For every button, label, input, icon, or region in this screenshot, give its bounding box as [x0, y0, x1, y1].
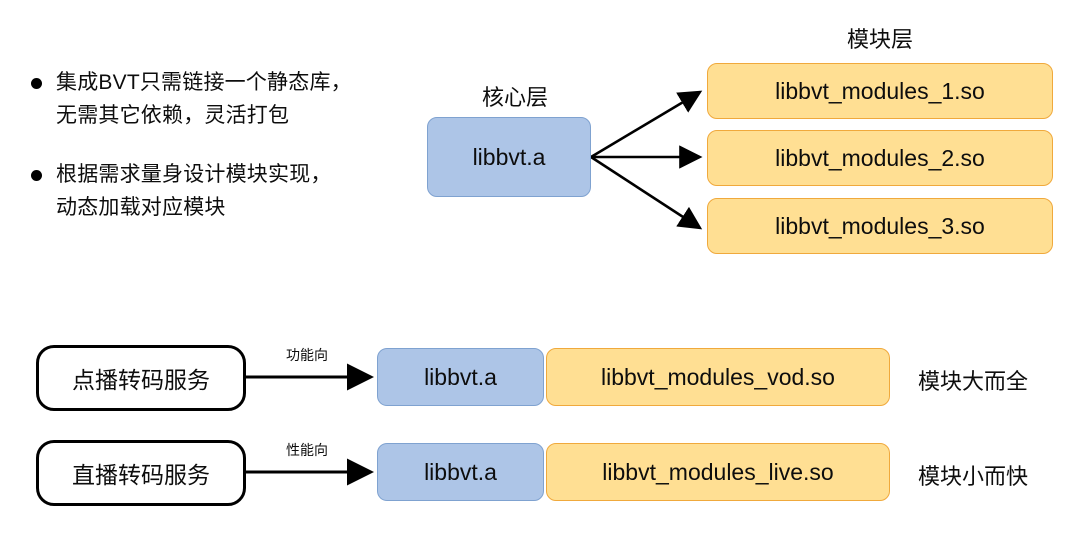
bullet-line: 根据需求量身设计模块实现，	[56, 163, 332, 186]
service-node-live[interactable]: 直播转码服务	[36, 440, 246, 506]
module-node-1[interactable]: libbvt_modules_1.so	[707, 63, 1053, 119]
core-to-modules-arrows	[590, 90, 703, 230]
edge-label-live: 性能向	[286, 442, 328, 458]
service-note-vod: 模块大而全	[918, 369, 1029, 394]
core-layer-caption: 核心层	[481, 85, 548, 110]
service-module-node-live[interactable]: libbvt_modules_live.so	[546, 443, 890, 501]
edge-label-vod: 功能向	[286, 347, 328, 363]
service-core-node-live[interactable]: libbvt.a	[377, 443, 544, 501]
list-item: 集成BVT只需链接一个静态库， 无需其它依赖，灵活打包	[28, 66, 418, 132]
service-module-node-vod[interactable]: libbvt_modules_vod.so	[546, 348, 890, 406]
bullet-dot-icon	[31, 78, 42, 89]
list-item: 根据需求量身设计模块实现， 动态加载对应模块	[28, 158, 418, 224]
module-layer-caption: 模块层	[846, 27, 913, 52]
module-node-2[interactable]: libbvt_modules_2.so	[707, 130, 1053, 186]
bullet-line: 无需其它依赖，灵活打包	[56, 104, 290, 127]
bullet-line: 动态加载对应模块	[56, 196, 226, 219]
feature-bullet-list: 集成BVT只需链接一个静态库， 无需其它依赖，灵活打包 根据需求量身设计模块实现…	[28, 66, 418, 250]
service-note-live: 模块小而快	[918, 464, 1029, 489]
service-core-node-vod[interactable]: libbvt.a	[377, 348, 544, 406]
bullet-line: 集成BVT只需链接一个静态库，	[56, 71, 352, 94]
module-node-3[interactable]: libbvt_modules_3.so	[707, 198, 1053, 254]
service-node-vod[interactable]: 点播转码服务	[36, 345, 246, 411]
bullet-dot-icon	[31, 170, 42, 181]
core-node-libbvt-a[interactable]: libbvt.a	[427, 117, 591, 197]
